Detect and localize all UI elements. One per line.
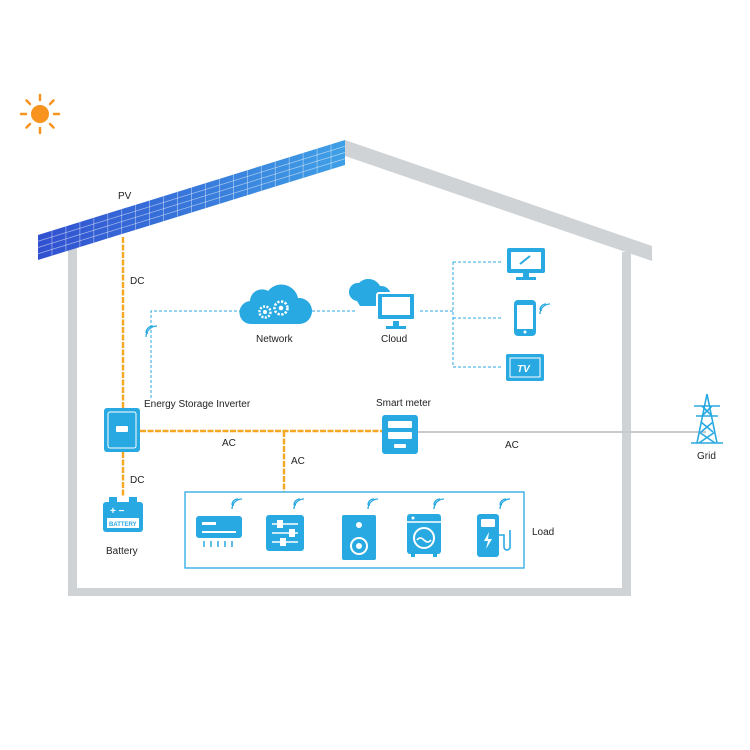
sun-icon	[19, 93, 61, 135]
communication-lines	[150, 261, 502, 398]
wifi-icon	[231, 498, 243, 510]
grid-label: Grid	[697, 451, 716, 462]
solar-panel-array	[37, 140, 346, 260]
battery-plate-label: BATTERY	[109, 522, 137, 528]
wifi-icon	[433, 498, 445, 510]
ac-left-label: AC	[222, 438, 236, 449]
dc-top-label: DC	[130, 276, 144, 287]
monitor-icon	[507, 248, 545, 280]
control-panel-icon	[266, 515, 304, 551]
smart-meter-label: Smart meter	[376, 398, 432, 409]
wifi-icon	[367, 498, 379, 510]
battery-terminals: + −	[110, 506, 125, 517]
washing-machine-icon	[407, 514, 441, 557]
wifi-icon	[145, 325, 158, 338]
pv-label: PV	[118, 191, 132, 202]
tv-icon	[506, 354, 544, 381]
battery-icon	[103, 497, 143, 532]
cloud-monitor-icon	[348, 278, 416, 329]
tv-label: TV	[517, 364, 531, 375]
air-conditioner-icon	[196, 516, 242, 547]
house-outline	[68, 140, 652, 596]
dc-bottom-label: DC	[130, 475, 144, 486]
wifi-icon	[293, 498, 305, 510]
inverter-icon	[104, 408, 140, 452]
wifi-icon	[539, 303, 551, 315]
power-lines	[121, 237, 382, 497]
smart-meter-icon	[382, 415, 418, 454]
cloud-gears-icon	[239, 284, 313, 325]
load-label: Load	[532, 527, 554, 538]
cloud-label: Cloud	[381, 334, 407, 345]
load-box	[184, 491, 525, 569]
wifi-icon	[499, 498, 511, 510]
ac-down-label: AC	[291, 456, 305, 467]
transmission-tower-icon	[691, 393, 723, 444]
ev-charger-icon	[477, 514, 511, 557]
smartphone-icon	[514, 300, 536, 336]
speaker-icon	[342, 515, 376, 560]
inverter-label: Energy Storage Inverter	[144, 399, 251, 410]
battery-label: Battery	[106, 546, 138, 557]
ac-grid-label: AC	[505, 440, 519, 451]
network-label: Network	[256, 334, 294, 345]
load-wifi-group	[231, 498, 511, 510]
